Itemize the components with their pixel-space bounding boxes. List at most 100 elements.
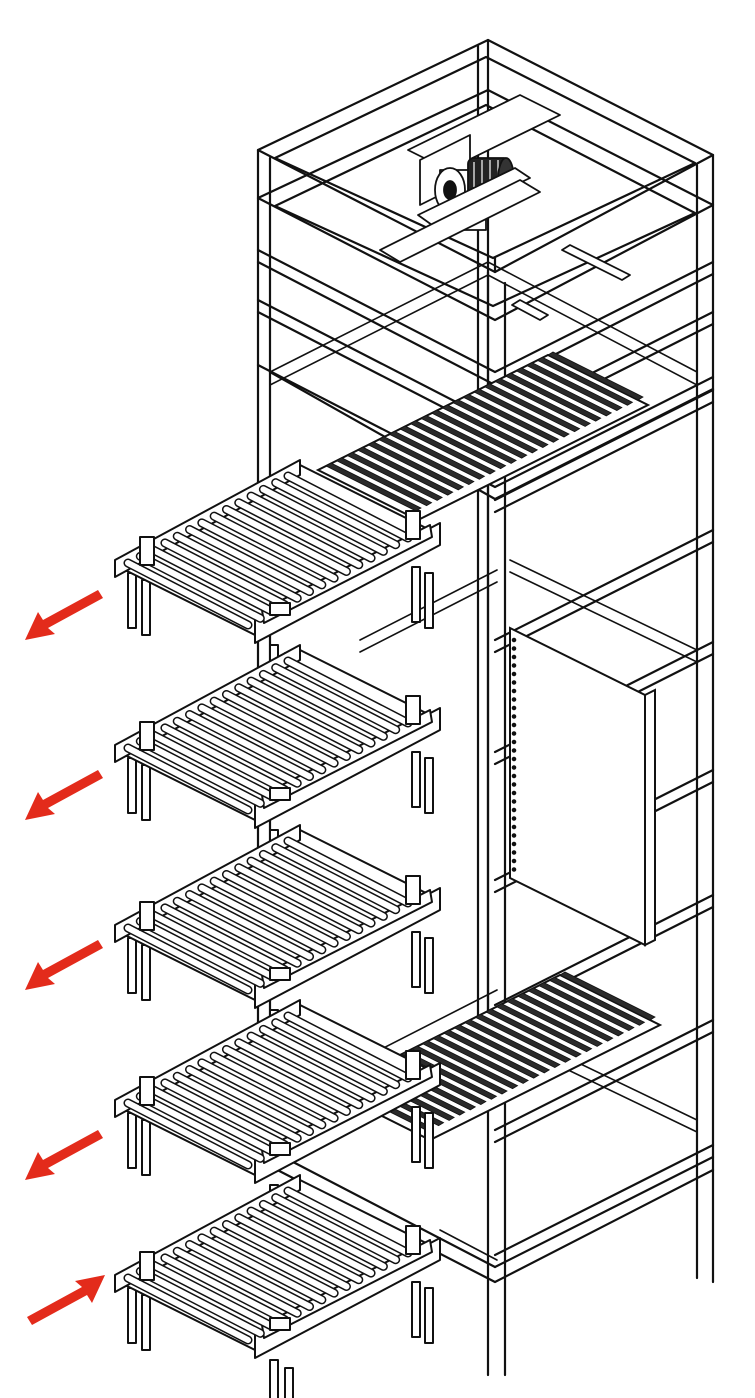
carriage-slat <box>452 399 549 449</box>
carriage-slat <box>526 362 623 412</box>
panel-hole <box>511 705 517 711</box>
conveyor-roller-face <box>198 884 325 953</box>
conveyor-roller-face <box>235 499 362 568</box>
conveyor-roller-face <box>235 864 362 933</box>
conveyor-roller-face <box>125 1275 251 1343</box>
lift-carriage-top <box>315 351 651 522</box>
conveyor-roller-face <box>161 904 288 973</box>
carriage-slat <box>473 388 570 438</box>
carriage-slat <box>453 1024 551 1074</box>
conveyor-roller-face <box>174 1073 301 1142</box>
conveyor-roller-face <box>248 1208 375 1277</box>
panel-hole <box>511 799 517 804</box>
arrow-out-icon <box>25 1130 103 1180</box>
panel-hole <box>511 646 517 651</box>
conveyor-roller-face <box>174 718 301 787</box>
conveyor-roller-face <box>211 1228 338 1297</box>
carriage-slat <box>442 1029 540 1079</box>
conveyor-leg <box>284 1367 294 1398</box>
carriage-slat <box>462 393 560 443</box>
panel-hole <box>511 850 517 855</box>
conveyor-roller-face <box>149 1261 276 1330</box>
arrow-shape <box>25 590 103 640</box>
panel-hole <box>511 680 517 685</box>
panel-hole <box>511 858 517 864</box>
conveyor-leg <box>141 579 151 636</box>
panel-hole <box>511 765 517 770</box>
conveyor-roller-face <box>137 1093 264 1162</box>
panel-hole <box>511 833 517 838</box>
conveyor-roller-face <box>260 671 387 740</box>
conveyor-stop-bracket <box>139 901 155 931</box>
conveyor-roller-face <box>186 1241 313 1310</box>
conveyor-roller-face <box>211 1053 338 1122</box>
panel-hole <box>511 816 517 821</box>
panel-hole <box>511 807 517 813</box>
conveyor-leg <box>127 1287 137 1344</box>
conveyor-roller-face <box>137 918 264 987</box>
panel-hole <box>511 654 517 660</box>
conveyor-roller-face <box>186 526 313 595</box>
conveyor-leg <box>411 751 421 808</box>
panel-hole <box>511 731 517 736</box>
roller-conveyors <box>114 459 441 1398</box>
conveyor-roller-face <box>223 871 350 940</box>
conveyor-roller-face <box>174 533 301 602</box>
conveyor-stop-bracket <box>139 1251 155 1281</box>
conveyor-leg <box>141 1294 151 1351</box>
conveyor-roller-face <box>125 745 251 813</box>
conveyor-roller-face <box>285 1188 411 1256</box>
conveyor-roller-face <box>137 553 264 622</box>
carriage-slat <box>325 462 422 512</box>
conveyor-roller-face <box>198 704 325 773</box>
panel-hole <box>511 756 517 762</box>
conveyor-leg <box>127 572 137 629</box>
arrow-shape <box>27 1275 105 1325</box>
carriage-slat <box>400 1050 498 1100</box>
roller-conveyor-level-3 <box>114 824 441 1079</box>
conveyor-roller-face <box>198 519 325 588</box>
conveyor-leg <box>411 1106 421 1163</box>
carriage-slat <box>485 1008 582 1058</box>
conveyor-roller-face <box>149 1086 276 1155</box>
carriage-slat <box>335 457 433 507</box>
carriage-slat <box>495 1003 593 1053</box>
conveyor-roller-face <box>223 691 350 760</box>
conveyor-stop-bracket <box>139 721 155 751</box>
carriage-slat <box>378 436 475 486</box>
conveyor-roller-face <box>260 851 387 920</box>
conveyor-back-rail <box>114 644 301 763</box>
carriage-slat <box>559 971 656 1021</box>
conveyor-label-plate <box>269 1317 291 1331</box>
conveyor-stop-bracket <box>405 875 421 905</box>
conveyor-roller-face <box>149 911 276 980</box>
carriage-slat <box>421 1040 519 1090</box>
conveyor-leg <box>141 764 151 821</box>
panel-holes <box>511 637 517 872</box>
conveyor-stop-bracket <box>139 536 155 566</box>
carriage-slat <box>547 351 644 401</box>
conveyor-roller-face <box>235 1214 362 1283</box>
carriage-slat <box>441 404 539 454</box>
conveyor-roller-face <box>235 1039 362 1108</box>
conveyor-roller-face <box>285 473 411 541</box>
arrow-out-icon <box>25 770 103 820</box>
panel-hole <box>511 714 517 719</box>
carriage-slat <box>504 372 602 422</box>
conveyor-roller-face <box>211 513 338 582</box>
conveyor-roller-face <box>272 1019 399 1088</box>
conveyor-roller-face <box>248 678 375 747</box>
conveyor-roller-face <box>223 506 350 575</box>
arrow-shape <box>25 1130 103 1180</box>
conveyor-roller-face <box>260 486 387 555</box>
panel-hole <box>511 671 517 677</box>
conveyor-roller-face <box>248 1033 375 1102</box>
conveyor-roller-face <box>149 731 276 800</box>
conveyor-roller-face <box>125 560 251 628</box>
panel-hole <box>511 841 517 847</box>
gear-motor-icon <box>379 94 631 321</box>
conveyor-roller-face <box>161 1079 288 1148</box>
carriage-slat <box>515 367 613 417</box>
conveyor-roller-face <box>285 1013 411 1081</box>
panel-hole <box>511 824 517 830</box>
